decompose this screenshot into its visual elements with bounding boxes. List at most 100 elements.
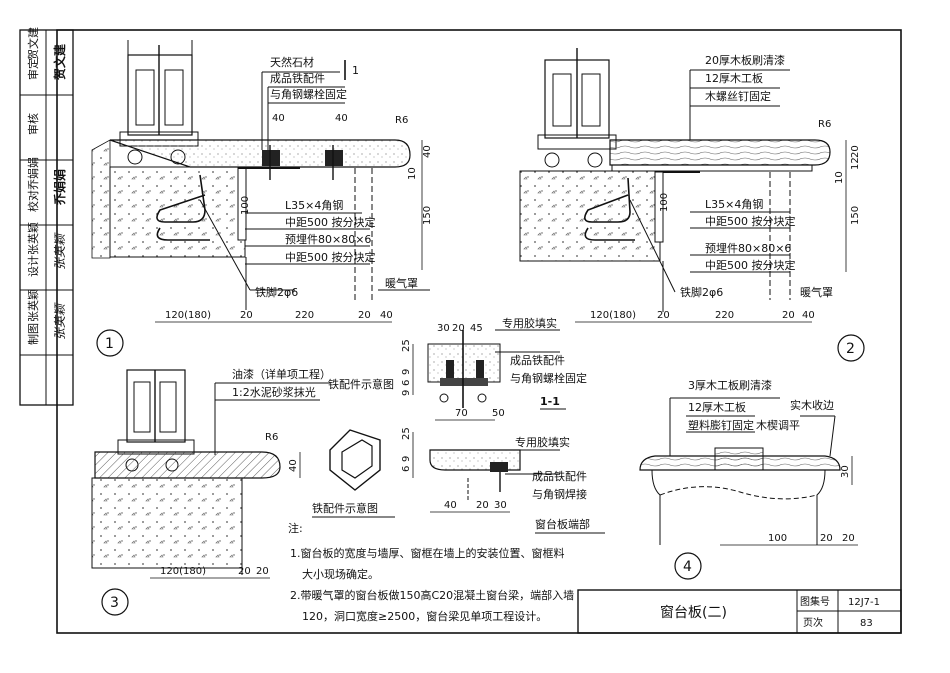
d4-dim-20a: 20 — [820, 533, 833, 544]
sheet-border — [56, 29, 902, 634]
d4-board-label: 12厚木工板 — [688, 400, 746, 414]
side-name-4: 张英颖 — [26, 222, 40, 255]
drawing-title: 窗台板(二) — [660, 604, 727, 621]
d1-heater-label: 暖气罩 — [385, 276, 418, 290]
end-dim-25: 25 — [401, 427, 412, 440]
d1-spacing2-label: 中距500 按分块定 — [285, 250, 376, 264]
d3-dim-20b: 20 — [256, 566, 269, 577]
d2-spacing2-label: 中距500 按分块定 — [705, 258, 796, 272]
s11-dim-70: 70 — [455, 408, 468, 419]
side-role-5: 制图 — [27, 323, 40, 345]
page-number: 83 — [860, 618, 873, 629]
d1-spacing1-label: 中距500 按分块定 — [285, 215, 376, 229]
note-line-2: 大小现场确定。 — [302, 567, 379, 581]
note-line-4: 120，洞口宽度≥2500，窗台梁见单项工程设计。 — [302, 609, 547, 623]
detail-2: 20厚木板刷清漆 12厚木工板 木螺丝钉固定 L35×4角钢 中距500 按分块… — [519, 48, 865, 362]
s11-dim-25: 25 — [401, 339, 412, 352]
d4-nail-label: 塑料膨钉固定 — [688, 418, 754, 432]
d1-foot-label: 铁脚2φ6 — [255, 285, 298, 299]
d2-paint-label: 20厚木板刷清漆 — [705, 53, 785, 67]
side-sign-1: 贺文建 — [52, 43, 67, 81]
detail-2-number: 2 — [846, 341, 855, 357]
detail-1: 天然石材 成品铁配件 与角钢螺栓固定 1 L35×4角钢 中距500 按分块定 … — [91, 40, 433, 357]
detail-3-number: 3 — [110, 595, 119, 611]
d4-paint-label: 3厚木工板刷清漆 — [688, 378, 772, 392]
section-1-1-title: 1-1 — [540, 395, 560, 408]
d1-dim-40b: 40 — [335, 113, 348, 124]
end-dim-20: 20 — [476, 500, 489, 511]
detail-4-number: 4 — [683, 559, 692, 575]
d1-dim-r6: R6 — [395, 115, 408, 126]
d3-dim-20a: 20 — [238, 566, 251, 577]
side-role-3: 校对 — [26, 190, 40, 212]
d3-dim-40: 40 — [288, 459, 299, 472]
end-title: 窗台板端部 — [535, 517, 590, 531]
s11-dim-20: 20 — [452, 323, 465, 334]
s11-dim-6: 6 — [401, 380, 412, 386]
side-name-3: 乔娟娟 — [26, 157, 40, 190]
note-line-3: 2.带暖气罩的窗台板做150高C20混凝土窗台梁，端部入墙 — [290, 588, 574, 602]
d4-dim-20b: 20 — [842, 533, 855, 544]
d1-section-mark: 1 — [352, 64, 359, 77]
d2-dim-20: 20 — [850, 145, 861, 158]
d1-dim-120: 120(180) — [165, 310, 211, 321]
iron-title: 铁配件示意图 — [312, 501, 378, 515]
d4-dim-30: 30 — [840, 465, 851, 478]
end-dim-40: 40 — [444, 500, 457, 511]
s11-dim-30: 30 — [437, 323, 450, 334]
end-dim-9: 9 — [401, 456, 412, 462]
d4-edge-label: 实木收边 — [790, 398, 834, 412]
d2-dim-12: 12 — [850, 157, 861, 170]
side-sign-3: 乔娟娟 — [52, 169, 67, 206]
side-role-1: 审定 — [26, 58, 40, 80]
d1-dim-10: 10 — [407, 167, 418, 180]
d2-foot-label: 铁脚2φ6 — [680, 285, 723, 299]
d4-wedge-label: 木楔调平 — [756, 419, 800, 432]
end-glue-label: 专用胶填实 — [515, 435, 570, 449]
side-signature-block: 审定 贺文建 贺文建 审核 校对 乔娟娟 乔娟娟 设计 张英颖 张英颖 制图 张… — [19, 27, 74, 406]
side-name-5: 张英颖 — [26, 289, 40, 322]
detail-4: 3厚木工板刷清漆 12厚木工板 塑料膨钉固定 木楔调平 实木收边 30 100 … — [639, 378, 858, 580]
d2-dim-220: 220 — [715, 310, 734, 321]
s11-dim-45: 45 — [470, 323, 483, 334]
detail-1-number: 1 — [105, 336, 114, 352]
d2-dim-120: 120(180) — [590, 310, 636, 321]
d1-dim-40a: 40 — [272, 113, 285, 124]
d1-stone-label: 天然石材 — [270, 55, 314, 69]
d3-paint-label: 油漆（详单项工程） — [232, 367, 331, 381]
side-name-1: 贺文建 — [26, 27, 40, 60]
s11-dim-9a: 9 — [401, 369, 412, 375]
d2-dim-20a: 20 — [657, 310, 670, 321]
notes-block: 注: 1.窗台板的宽度与墙厚、窗框在墙上的安装位置、窗框料 大小现场确定。 2.… — [288, 521, 574, 623]
d1-iron-label: 成品铁配件 — [270, 72, 325, 85]
d1-bolt-label: 与角钢螺栓固定 — [270, 87, 347, 101]
d2-board-label: 12厚木工板 — [705, 71, 763, 85]
side-sign-4: 张英颖 — [53, 232, 67, 270]
atlas-label: 图集号 — [800, 595, 830, 608]
d2-dim-40: 40 — [802, 310, 815, 321]
d2-dim-150: 150 — [850, 206, 861, 225]
d3-mortar-label: 1:2水泥砂浆抹光 — [232, 385, 316, 399]
center-details: 铁配件示意图 铁配件示意图 30 20 45 25 9 6 9 专用胶填实 成品… — [312, 316, 605, 534]
end-dim-30: 30 — [494, 500, 507, 511]
page-label: 页次 — [803, 616, 823, 629]
notes-heading: 注: — [288, 521, 303, 535]
s11-bolt-label: 与角钢螺栓固定 — [510, 371, 587, 385]
d1-dim-20b: 20 — [358, 310, 371, 321]
d1-embed-label: 预埋件80×80×6 — [285, 233, 371, 246]
d2-angle-label: L35×4角钢 — [705, 198, 763, 211]
d2-dim-100: 100 — [659, 193, 670, 212]
d4-dim-100: 100 — [768, 533, 787, 544]
end-iron-label: 成品铁配件 — [532, 470, 587, 483]
d2-dim-r6: R6 — [818, 119, 831, 130]
d1-angle-label: L35×4角钢 — [285, 199, 343, 212]
d3-dim-r6: R6 — [265, 432, 278, 443]
s11-dim-50: 50 — [492, 408, 505, 419]
d1-dim-20a: 20 — [240, 310, 253, 321]
end-dim-6: 6 — [401, 466, 412, 472]
d1-dim-220: 220 — [295, 310, 314, 321]
d1-dim-150: 150 — [422, 206, 433, 225]
d1-dim-40: 40 — [380, 310, 393, 321]
d1-dim-40v: 40 — [422, 145, 433, 158]
